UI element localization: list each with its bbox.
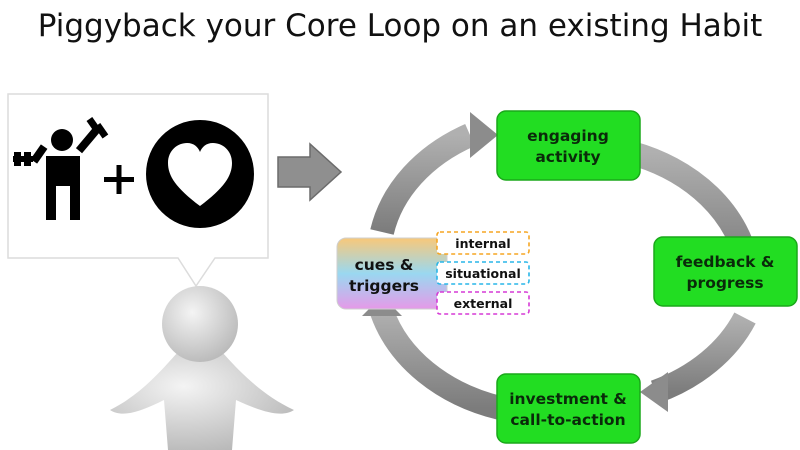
loop-arc-top-left (370, 124, 475, 236)
loop-arc-bottom-right (650, 312, 756, 404)
tag-external: external (436, 291, 530, 315)
tag-situational-label: situational (445, 266, 521, 281)
arrow-right-icon (277, 142, 343, 202)
label-investment-line2: call-to-action (510, 411, 625, 429)
label-engaging-line1: engaging (527, 127, 609, 145)
tag-external-label: external (454, 296, 513, 311)
tag-internal-label: internal (455, 236, 510, 251)
label-feedback-line1: feedback & (676, 253, 775, 271)
box-cues-triggers: cues & triggers (336, 237, 448, 310)
label-cues-line1: cues & (355, 256, 414, 274)
exercise-person-icon (13, 116, 109, 220)
tag-situational: situational (436, 261, 530, 285)
label-cues-line2: triggers (349, 277, 419, 295)
label-feedback-line2: progress (686, 274, 763, 292)
slide-title: Piggyback your Core Loop on an existing … (37, 8, 763, 44)
label-engaging-line2: activity (535, 148, 600, 166)
plus-icon (104, 165, 134, 194)
label-investment-line1: investment & (509, 390, 627, 408)
heart-icon (146, 120, 254, 228)
shrugging-figure-icon (110, 286, 294, 450)
box-feedback-progress: feedback & progress (653, 236, 798, 307)
loop-arc-bottom-left (370, 307, 503, 420)
box-investment-cta: investment & call-to-action (496, 373, 641, 444)
tag-internal: internal (436, 231, 530, 255)
box-engaging-activity: engaging activity (496, 110, 641, 181)
